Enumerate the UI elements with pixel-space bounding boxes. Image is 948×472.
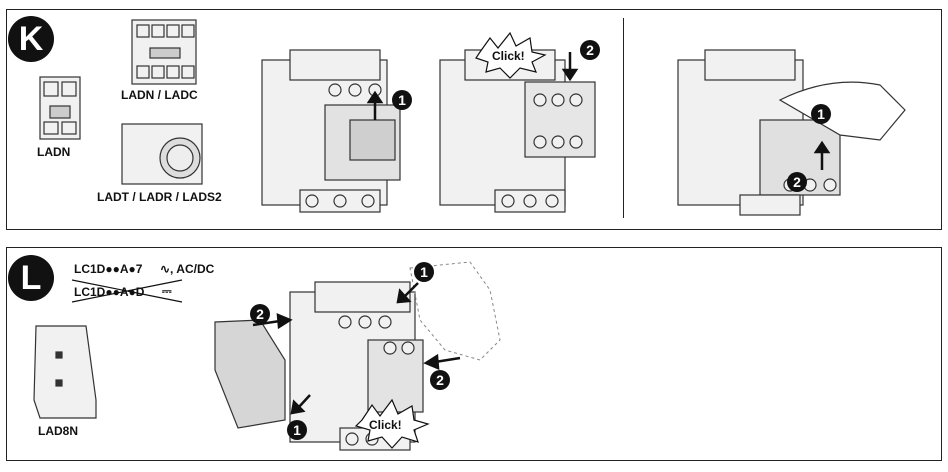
label-ladn-ladc: LADN / LADC	[121, 88, 198, 102]
step-k-2b: 2	[787, 172, 807, 192]
click-text-k: Click!	[492, 49, 525, 63]
ladn-module	[39, 76, 81, 140]
step-k-2a: 2	[580, 40, 600, 60]
step-k-1b: 1	[811, 104, 831, 124]
type-incompatible: LC1D●●A●D	[74, 285, 145, 299]
lad8n-module	[33, 325, 97, 419]
label-lad8n: LAD8N	[38, 424, 79, 438]
type-compatible-supply: ∿, AC/DC	[160, 262, 215, 276]
click-burst-l	[354, 398, 430, 449]
click-text-l: Click!	[369, 418, 402, 432]
step-l-1a: 1	[414, 262, 434, 282]
type-compatible: LC1D●●A●7	[74, 262, 143, 276]
dotted-accessory	[409, 261, 501, 361]
type-incompatible-supply: ⎓	[162, 284, 172, 298]
step-l-2b: 2	[430, 370, 450, 390]
label-ladt-ladr-lads2: LADT / LADR / LADS2	[97, 190, 222, 204]
ladn-ladc-module	[131, 19, 197, 85]
label-ladn: LADN	[37, 145, 71, 159]
step-l-badge: L	[8, 255, 54, 301]
contactor-k3	[677, 49, 906, 216]
step-l-2a: 2	[250, 304, 270, 324]
step-k-1a: 1	[392, 90, 412, 110]
contactor-k2	[439, 49, 596, 213]
panel-l	[6, 247, 942, 461]
contactor-k1	[261, 49, 401, 213]
panel-k-divider	[623, 18, 624, 218]
click-burst-k	[475, 31, 547, 79]
incompatible-cross	[71, 279, 183, 303]
side-module-l	[214, 319, 286, 429]
ladt-module	[121, 123, 203, 185]
step-l-1b: 1	[287, 420, 307, 440]
step-k-badge: K	[8, 16, 54, 62]
